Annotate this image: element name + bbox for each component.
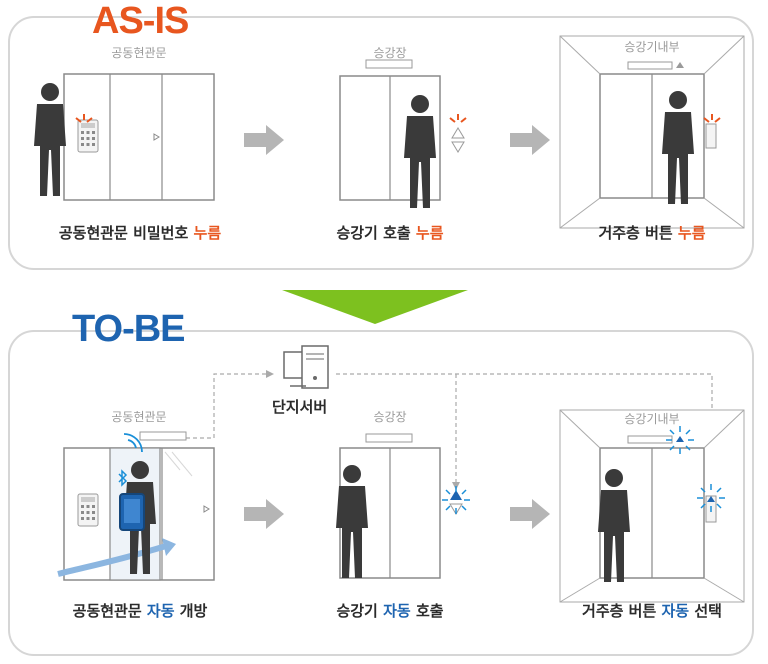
- smartphone-icon: [119, 493, 145, 531]
- asis-step2-caption: 승강기 호출 누름: [336, 224, 444, 242]
- tobe-step1-caption: 공동현관문 자동 개방: [72, 602, 208, 620]
- asis-step2-location-label: 승강장: [373, 46, 407, 60]
- asis-step3-caption: 거주층 버튼 누름: [598, 224, 706, 242]
- asis-step1-caption: 공동현관문 비밀번호 누름: [58, 224, 222, 242]
- tobe-step2-location-label: 승강장: [373, 410, 407, 424]
- person-icon: [34, 83, 66, 196]
- asis-elevator-interior: [559, 35, 745, 229]
- step-arrow-icon: [244, 125, 284, 155]
- tobe-step3-location-label: 승강기내부: [624, 412, 680, 426]
- transition-arrow-icon: [282, 290, 468, 324]
- tobe-elevator-interior: [559, 409, 745, 603]
- asis-elevator-hall: [339, 59, 465, 201]
- step-arrow-icon: [244, 499, 284, 529]
- door-keypad-icon: [77, 119, 99, 153]
- step-arrow-icon: [510, 125, 550, 155]
- step-arrow-icon: [510, 499, 550, 529]
- tobe-step1-location-label: 공동현관문: [111, 410, 167, 424]
- door-keypad-icon: [77, 493, 99, 527]
- press-sparkle-icon: [449, 113, 467, 123]
- tobe-step3-caption: 거주층 버튼 자동 선택: [582, 602, 722, 620]
- tobe-step2-caption: 승강기 자동 호출: [336, 602, 444, 620]
- entry-path-arrow-icon: [57, 543, 167, 577]
- asis-heading: AS-IS: [92, 0, 189, 42]
- asis-step1-location-label: 공동현관문: [111, 46, 167, 60]
- asis-step3-location-label: 승강기내부: [624, 40, 680, 54]
- server-icon: [283, 345, 329, 389]
- tobe-heading: TO-BE: [72, 308, 186, 350]
- server-label: 단지서버: [272, 398, 328, 416]
- bluetooth-icon: [118, 469, 128, 487]
- wireless-signal-icon: [123, 433, 143, 453]
